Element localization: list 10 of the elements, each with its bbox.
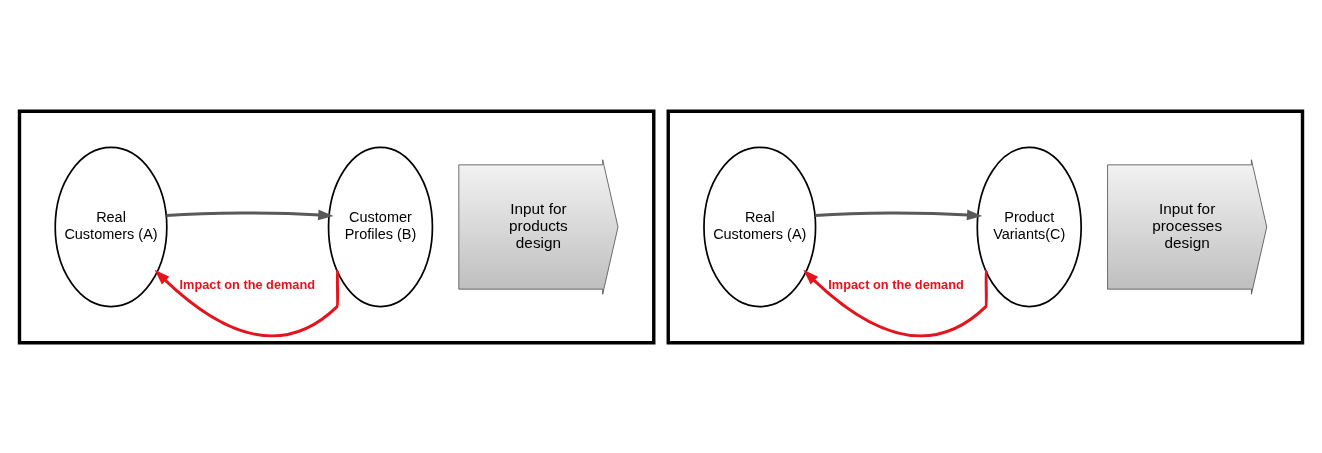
cluster: [666, 109, 1305, 344]
edge-label: Impact on the demand: [828, 276, 964, 292]
node-ellipse: Product Variants(C): [976, 146, 1082, 307]
arrow: [154, 269, 340, 337]
arrow: [815, 209, 983, 220]
arrow: [803, 269, 989, 337]
edge-label: Impact on the demand: [179, 276, 316, 292]
node-ellipse: Customer Profiles (B): [327, 146, 434, 307]
arrow: [166, 209, 334, 220]
cluster: [17, 109, 656, 344]
